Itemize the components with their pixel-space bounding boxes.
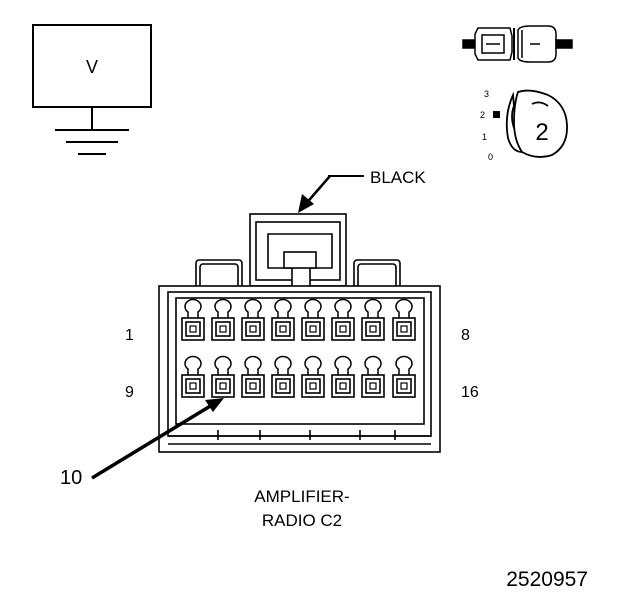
connector-color-label: BLACK — [370, 168, 426, 187]
position-value: 2 — [535, 119, 548, 146]
connector-name-line1: AMPLIFIER- — [254, 487, 349, 506]
scale-label-2: 2 — [480, 110, 485, 120]
figure-id: 2520957 — [506, 568, 588, 591]
pin-callout-arrowhead — [205, 398, 224, 412]
pin-cavity — [361, 355, 385, 398]
pin-cavity — [331, 355, 355, 398]
probe-icon — [462, 25, 573, 63]
pin-cavity — [211, 298, 235, 341]
pin-cavity — [211, 355, 235, 398]
scale-label-1: 1 — [482, 132, 487, 142]
voltmeter-symbol — [32, 24, 152, 155]
pin-cavity — [331, 298, 355, 341]
pin-label-16: 16 — [461, 384, 479, 401]
pin-cavity — [271, 298, 295, 341]
pin-cavity — [271, 355, 295, 398]
pin-cavities — [181, 298, 416, 398]
pin-callout-leader — [91, 403, 213, 480]
scale-label-0: 0 — [488, 152, 493, 162]
pin-label-8: 8 — [461, 327, 470, 344]
scale-label-3: 3 — [484, 89, 489, 99]
pin-label-1: 1 — [125, 327, 134, 344]
pin-cavity — [181, 298, 205, 341]
pin-cavity — [301, 355, 325, 398]
pin-cavity — [181, 355, 205, 398]
color-arrowhead — [298, 194, 314, 213]
pin-cavity — [301, 298, 325, 341]
meter-label: V — [86, 57, 98, 77]
rotary-position-icon: 3 2 1 0 2 — [480, 89, 568, 162]
pin-cavity — [241, 298, 265, 341]
pin-cavity — [392, 355, 416, 398]
pin-label-9: 9 — [125, 384, 134, 401]
pin-cavity — [392, 298, 416, 341]
connector-name-line2: RADIO C2 — [262, 511, 342, 530]
pin-cavity — [361, 298, 385, 341]
pin-cavity — [241, 355, 265, 398]
pin-callout-label: 10 — [60, 467, 82, 489]
